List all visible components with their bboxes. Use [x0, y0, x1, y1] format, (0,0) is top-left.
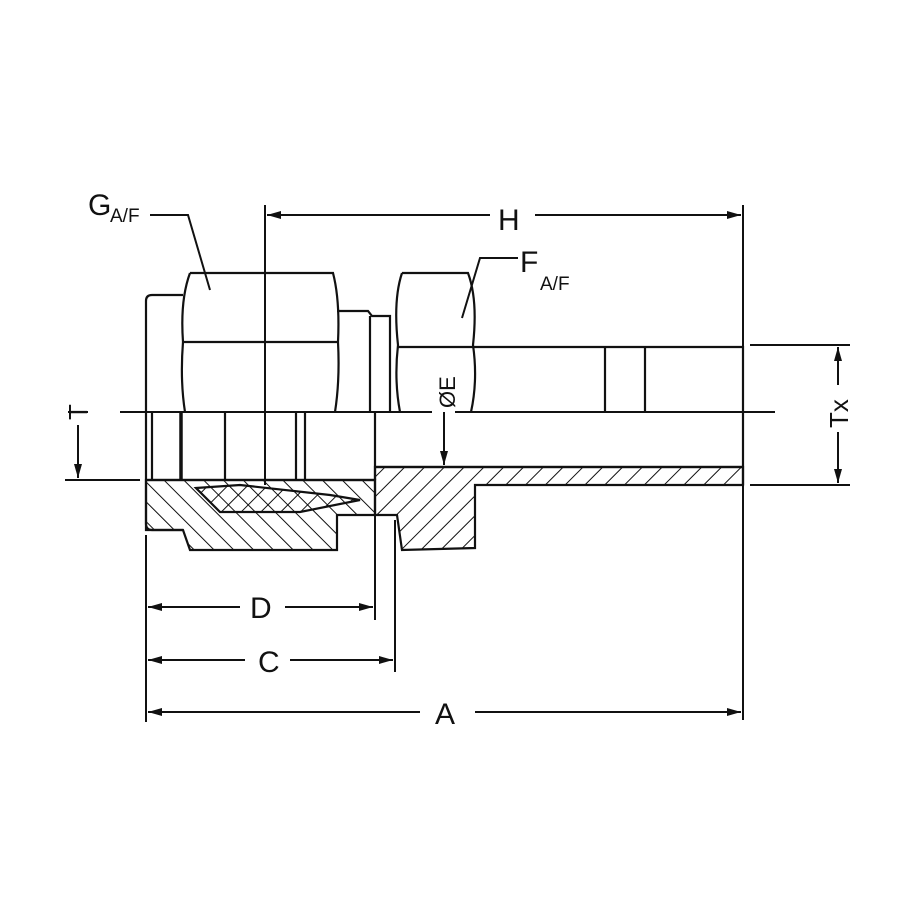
label-f: F: [520, 246, 538, 279]
label-f-subscript: A/F: [540, 274, 570, 295]
label-e-diameter: ØE: [435, 376, 460, 408]
label-c: C: [258, 646, 280, 679]
label-g: G: [88, 189, 111, 222]
label-a: A: [435, 698, 455, 731]
cross-section-hatching: [144, 465, 745, 552]
label-tx: Tx: [824, 399, 854, 428]
label-g-subscript: A/F: [110, 206, 140, 227]
label-t: T: [63, 404, 93, 420]
label-d: D: [250, 592, 272, 625]
label-h: H: [498, 204, 520, 237]
dimension-lines: [65, 205, 850, 722]
